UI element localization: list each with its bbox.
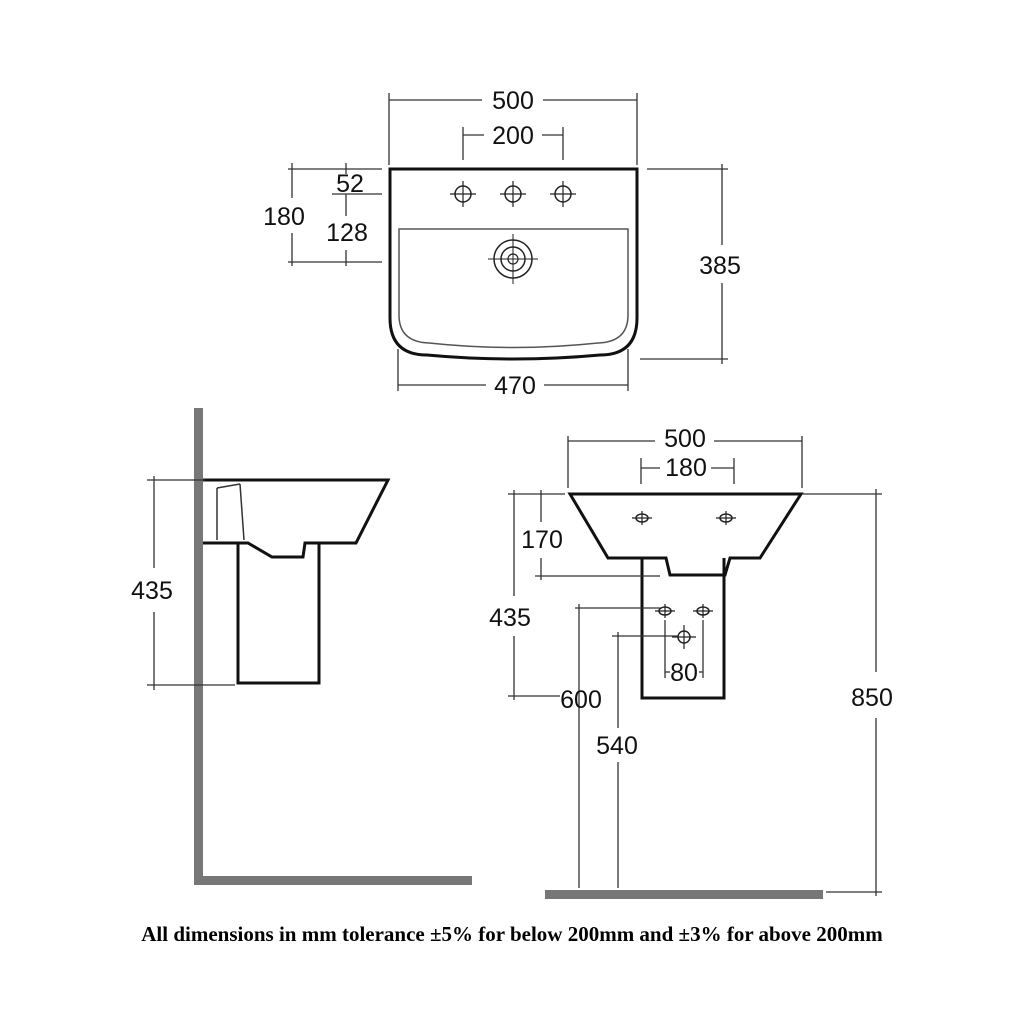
- dim-front-pedestal-height: 435: [489, 604, 531, 632]
- dim-front-bowl-depth: 170: [521, 526, 563, 554]
- fixing-hole-icon: [654, 603, 676, 619]
- dim-top-back-to-waste: 128: [326, 219, 368, 247]
- side-view: 435: [131, 408, 472, 885]
- pedestal-side: [236, 543, 321, 685]
- dim-front-height-to-waste: 600: [560, 686, 602, 714]
- basin-profile-side: [203, 478, 391, 559]
- tap-hole-icon: [715, 510, 737, 526]
- pedestal-front: [640, 558, 726, 700]
- floor: [194, 876, 472, 885]
- top-view: 500 200 52 128 180 385 470: [263, 87, 741, 400]
- dim-top-tap-to-back: 52: [336, 170, 364, 198]
- basin-profile-front: [567, 492, 804, 577]
- dim-top-tap-span: 200: [492, 122, 534, 150]
- dim-front-waste-centres: 80: [670, 659, 698, 687]
- dim-top-width: 500: [492, 87, 534, 115]
- tap-hole-icon: [449, 180, 477, 208]
- fixing-hole-icon: [692, 603, 714, 619]
- dim-top-projection: 385: [699, 252, 741, 280]
- dim-top-bowl-width: 470: [494, 372, 536, 400]
- floor-front: [545, 890, 823, 899]
- basin-outline-top: [388, 167, 639, 361]
- dim-top-back-to-bowl: 180: [263, 203, 305, 231]
- dim-front-height-to-rim: 850: [851, 684, 893, 712]
- wall: [194, 408, 203, 885]
- dim-front-height-to-trap: 540: [596, 732, 638, 760]
- tap-hole-icon: [549, 180, 577, 208]
- waste-outlet-icon: [488, 234, 538, 284]
- dim-front-width: 500: [664, 425, 706, 453]
- bowl-outline-top: [398, 228, 629, 349]
- tap-hole-icon: [631, 510, 653, 526]
- dim-front-tap-span: 180: [665, 454, 707, 482]
- tap-hole-icon: [499, 180, 527, 208]
- front-view: 500 180 170 435 80 600 540 850: [489, 425, 893, 899]
- trap-outlet-icon: [672, 625, 696, 649]
- footnote: All dimensions in mm tolerance ±5% for b…: [141, 922, 883, 946]
- dim-side-pedestal-height: 435: [131, 577, 173, 605]
